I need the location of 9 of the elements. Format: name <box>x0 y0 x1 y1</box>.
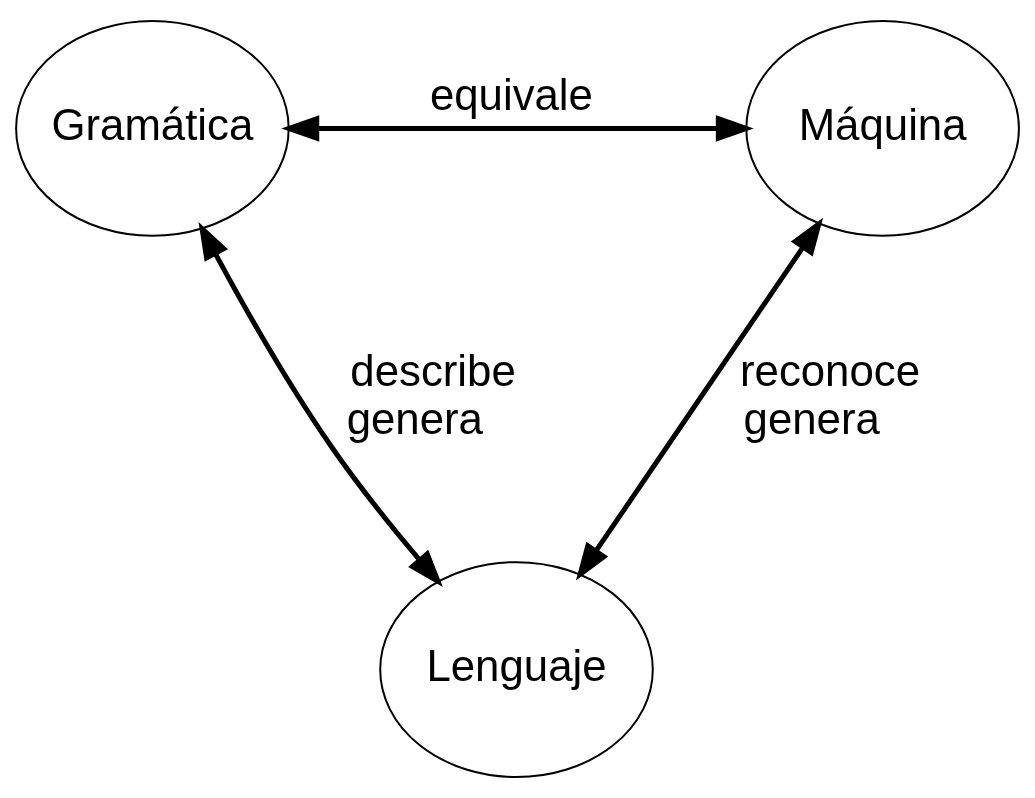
edge-label: equivale <box>429 69 593 119</box>
node-ellipse: Lenguaje <box>379 561 654 779</box>
arrow <box>198 222 443 588</box>
edge-label: describe genera <box>346 346 516 444</box>
arrow <box>281 115 754 142</box>
node-ellipse: Máquina <box>745 19 1020 237</box>
arrow <box>575 217 824 581</box>
edge-label: reconoce genera <box>739 346 921 444</box>
node-ellipse: Gramática <box>15 19 290 237</box>
